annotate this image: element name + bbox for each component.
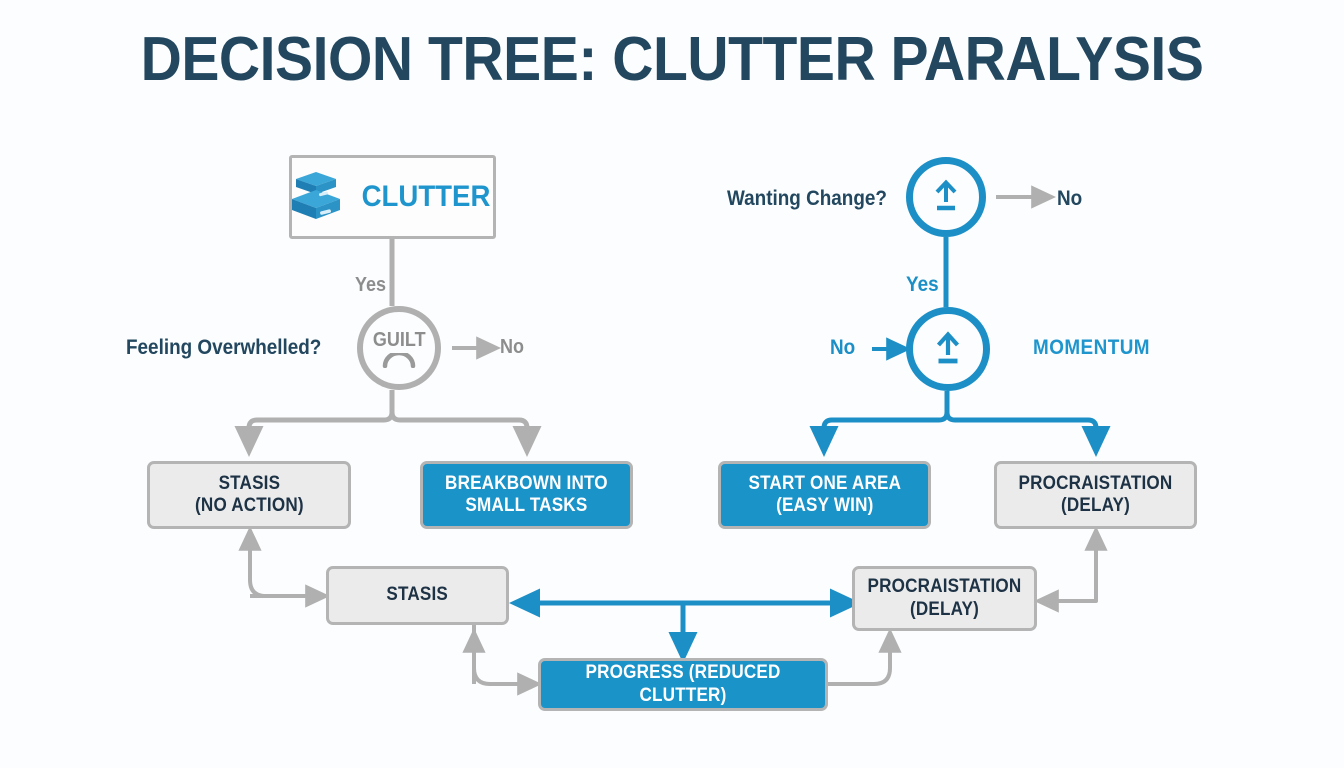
wire-stasis-loop-up	[238, 526, 319, 598]
wire-momentum-split-left	[809, 391, 950, 457]
node-stasis-no-action[interactable]: STASIS (NO ACTION)	[147, 461, 351, 529]
node-procrastination-upper-label: PROCRAISTATION (DELAY)	[1018, 472, 1173, 516]
wire-guilt-split-left	[234, 390, 395, 457]
upload-arrow-icon	[936, 331, 960, 364]
wire-procrastination-loop-up	[1045, 526, 1108, 603]
label-yes-left: Yes	[355, 274, 387, 296]
label-momentum: MOMENTUM	[1033, 336, 1150, 359]
label-yes-right: Yes	[906, 273, 939, 296]
page-title: DECISION TREE: CLUTTER PARALYSIS	[140, 25, 1204, 94]
node-progress[interactable]: PROGRESS (REDUCED CLUTTER)	[538, 658, 828, 711]
upload-arrow-icon	[935, 179, 957, 211]
node-start-one-area[interactable]: START ONE AREA (EASY WIN)	[718, 461, 931, 529]
wire-stasis-to-progress	[472, 625, 542, 696]
node-procrastination-loop[interactable]: PROCRAISTATION (DELAY)	[852, 566, 1037, 631]
question-wanting-change: Wanting Change?	[727, 187, 887, 210]
node-procrastination-loop-label: PROCRAISTATION (DELAY)	[867, 576, 1022, 620]
node-procrastination-upper[interactable]: PROCRAISTATION (DELAY)	[994, 461, 1197, 529]
question-feeling-overwhelmed: Feeling Overwhelled?	[126, 336, 322, 359]
frown-face-icon	[382, 352, 416, 368]
node-breakdown-small-tasks[interactable]: BREAKBOWN INTO SMALL TASKS	[420, 461, 633, 529]
wire-guilt-split-right	[389, 390, 542, 457]
wire-momentum-split-right	[944, 391, 1111, 457]
label-no-top-right: No	[1057, 187, 1083, 210]
stacked-boxes-icon	[290, 170, 342, 224]
wire-progress-to-procrastination	[828, 628, 902, 686]
node-stasis-loop-label: STASIS	[386, 584, 449, 606]
label-no-mid-right: No	[830, 336, 856, 359]
node-guilt-label: GUILT	[372, 328, 426, 351]
node-guilt[interactable]: GUILT	[357, 306, 441, 390]
node-stasis-no-action-label: STASIS (NO ACTION)	[194, 472, 304, 516]
node-momentum[interactable]	[906, 307, 990, 391]
label-no-left: No	[500, 336, 525, 358]
node-start-one-area-label: START ONE AREA (EASY WIN)	[748, 472, 901, 516]
node-stasis-loop[interactable]: STASIS	[326, 566, 509, 625]
node-breakdown-small-tasks-label: BREAKBOWN INTO SMALL TASKS	[445, 472, 608, 516]
node-progress-label: PROGRESS (REDUCED CLUTTER)	[585, 662, 781, 706]
node-wanting-change[interactable]	[906, 157, 986, 237]
node-clutter[interactable]: CLUTTER	[289, 155, 496, 239]
node-clutter-label: CLUTTER	[361, 180, 490, 214]
